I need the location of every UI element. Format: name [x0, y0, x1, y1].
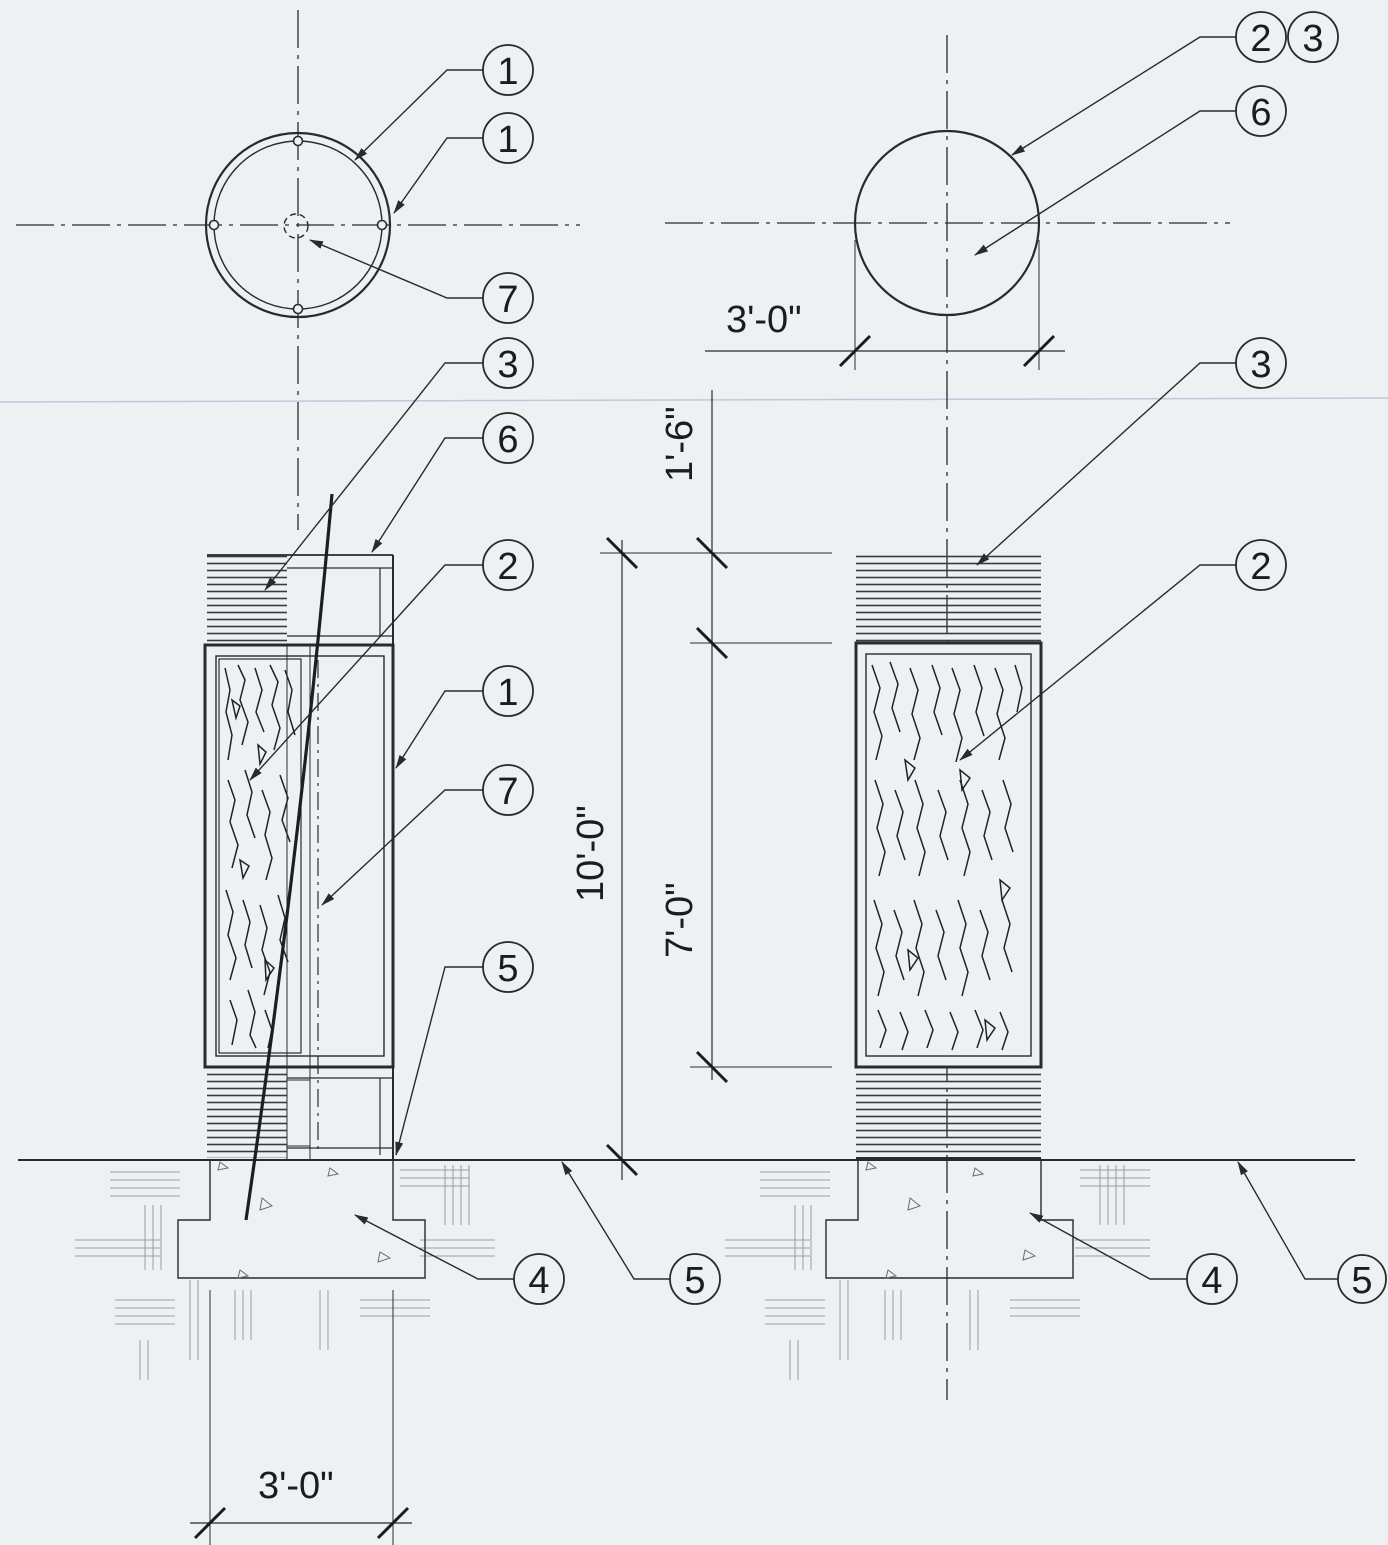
callout-plan-left-1b: 1	[482, 112, 534, 164]
left-base-plate	[286, 1079, 311, 1147]
base-dim-tick-right	[376, 1506, 410, 1540]
callout-elev-left-1: 1	[482, 665, 534, 717]
callout-plan-right-2: 2	[1235, 11, 1287, 63]
plan-left-post-right	[376, 219, 388, 231]
callout-number: 2	[1250, 546, 1271, 588]
left-elevation: 3'-0"	[177, 493, 426, 1545]
left-panel-frame-outer	[203, 643, 395, 1069]
left-footing	[177, 1160, 426, 1279]
plan-diameter-label: 3'-0"	[726, 299, 802, 341]
callout-number: 5	[497, 948, 518, 990]
right-base-hatch	[856, 1070, 1041, 1158]
right-panel-cutout-pattern	[871, 661, 1023, 1051]
height-dimensions: 10'-0" 1'-6" 7'-0"	[570, 390, 832, 1180]
right-panel-frame-outer	[854, 641, 1043, 1069]
callout-elev-right-2: 2	[1235, 539, 1287, 591]
callout-plan-left-1a: 1	[482, 44, 534, 96]
callout-elev-right-5: 5	[1337, 1254, 1387, 1304]
callout-elev-left-5: 5	[482, 941, 534, 993]
leader-lines	[249, 36, 1340, 1280]
left-panel-cutout-pattern	[224, 664, 296, 1049]
soil-hatch-right	[725, 1165, 1150, 1380]
plan-right-circle	[853, 129, 1041, 317]
callouts: 1 1 7 2 3 6 3 6	[482, 11, 1387, 1305]
left-section-break-line	[244, 493, 334, 1221]
left-cap-hatch	[207, 555, 287, 643]
cap-height-label: 1'-6"	[659, 406, 701, 482]
plan-dim-tick-right	[1022, 334, 1056, 368]
overall-dim-tick-top	[605, 536, 639, 570]
plan-left-post-top	[292, 135, 304, 147]
left-plan-view	[16, 10, 580, 530]
callout-plan-left-7: 7	[482, 272, 534, 324]
callout-elev-right-3: 3	[1235, 337, 1287, 389]
callout-number: 1	[497, 119, 518, 161]
callout-number: 3	[1302, 18, 1323, 60]
callout-elev-right-4: 4	[1186, 1253, 1238, 1305]
callout-number: 5	[1351, 1260, 1372, 1302]
plan-left-center-post	[283, 213, 309, 239]
right-panel-frame-inner	[865, 653, 1032, 1057]
panel-dim-tick-bottom	[695, 1050, 729, 1084]
ground	[18, 1159, 1355, 1380]
sheet-fold-line	[0, 397, 1388, 403]
right-elevation	[825, 553, 1074, 1279]
callout-number: 7	[497, 771, 518, 813]
callout-number: 1	[497, 672, 518, 714]
overall-height-label: 10'-0"	[570, 805, 612, 902]
plan-left-outer-ring	[204, 131, 392, 319]
left-footing-aggregate	[217, 1161, 392, 1279]
callout-plan-right-6: 6	[1235, 85, 1287, 137]
plan-left-post-bottom	[292, 303, 304, 315]
left-panel-face	[218, 658, 302, 1054]
callout-number: 3	[1250, 344, 1271, 386]
callout-elev-mid-5: 5	[669, 1253, 721, 1305]
right-plan-view: 3'-0"	[665, 35, 1230, 1400]
overall-dim-tick-bottom	[605, 1143, 639, 1177]
panel-height-label: 7'-0"	[659, 882, 701, 958]
callout-number: 1	[497, 51, 518, 93]
callout-number: 2	[497, 546, 518, 588]
callout-number: 2	[1250, 18, 1271, 60]
left-base-hatch	[207, 1070, 287, 1158]
callout-number: 6	[497, 419, 518, 461]
right-footing	[825, 1160, 1074, 1279]
right-cap-hatch	[856, 553, 1041, 643]
plan-dim-tick-left	[838, 334, 872, 368]
callout-elev-left-3: 3	[482, 337, 534, 389]
callout-plan-right-3: 3	[1287, 11, 1339, 63]
base-width-label: 3'-0"	[258, 1465, 334, 1507]
callout-number: 5	[684, 1260, 705, 1302]
callout-number: 7	[497, 279, 518, 321]
callout-elev-left-7: 7	[482, 764, 534, 816]
cap-dim-tick-bottom	[695, 626, 729, 660]
callout-elev-left-2: 2	[482, 539, 534, 591]
base-dim-tick-left	[193, 1506, 227, 1540]
left-panel-frame-inner	[215, 655, 385, 1057]
callout-number: 4	[528, 1260, 549, 1302]
soil-hatch-left	[75, 1165, 495, 1380]
callout-number: 3	[497, 344, 518, 386]
callout-elev-left-4: 4	[513, 1253, 565, 1305]
callout-elev-left-6: 6	[482, 412, 534, 464]
cap-dim-tick-top	[695, 536, 729, 570]
callout-number: 6	[1250, 92, 1271, 134]
callout-number: 4	[1201, 1260, 1222, 1302]
plan-left-post-left	[208, 219, 220, 231]
right-footing-aggregate	[865, 1161, 1037, 1279]
